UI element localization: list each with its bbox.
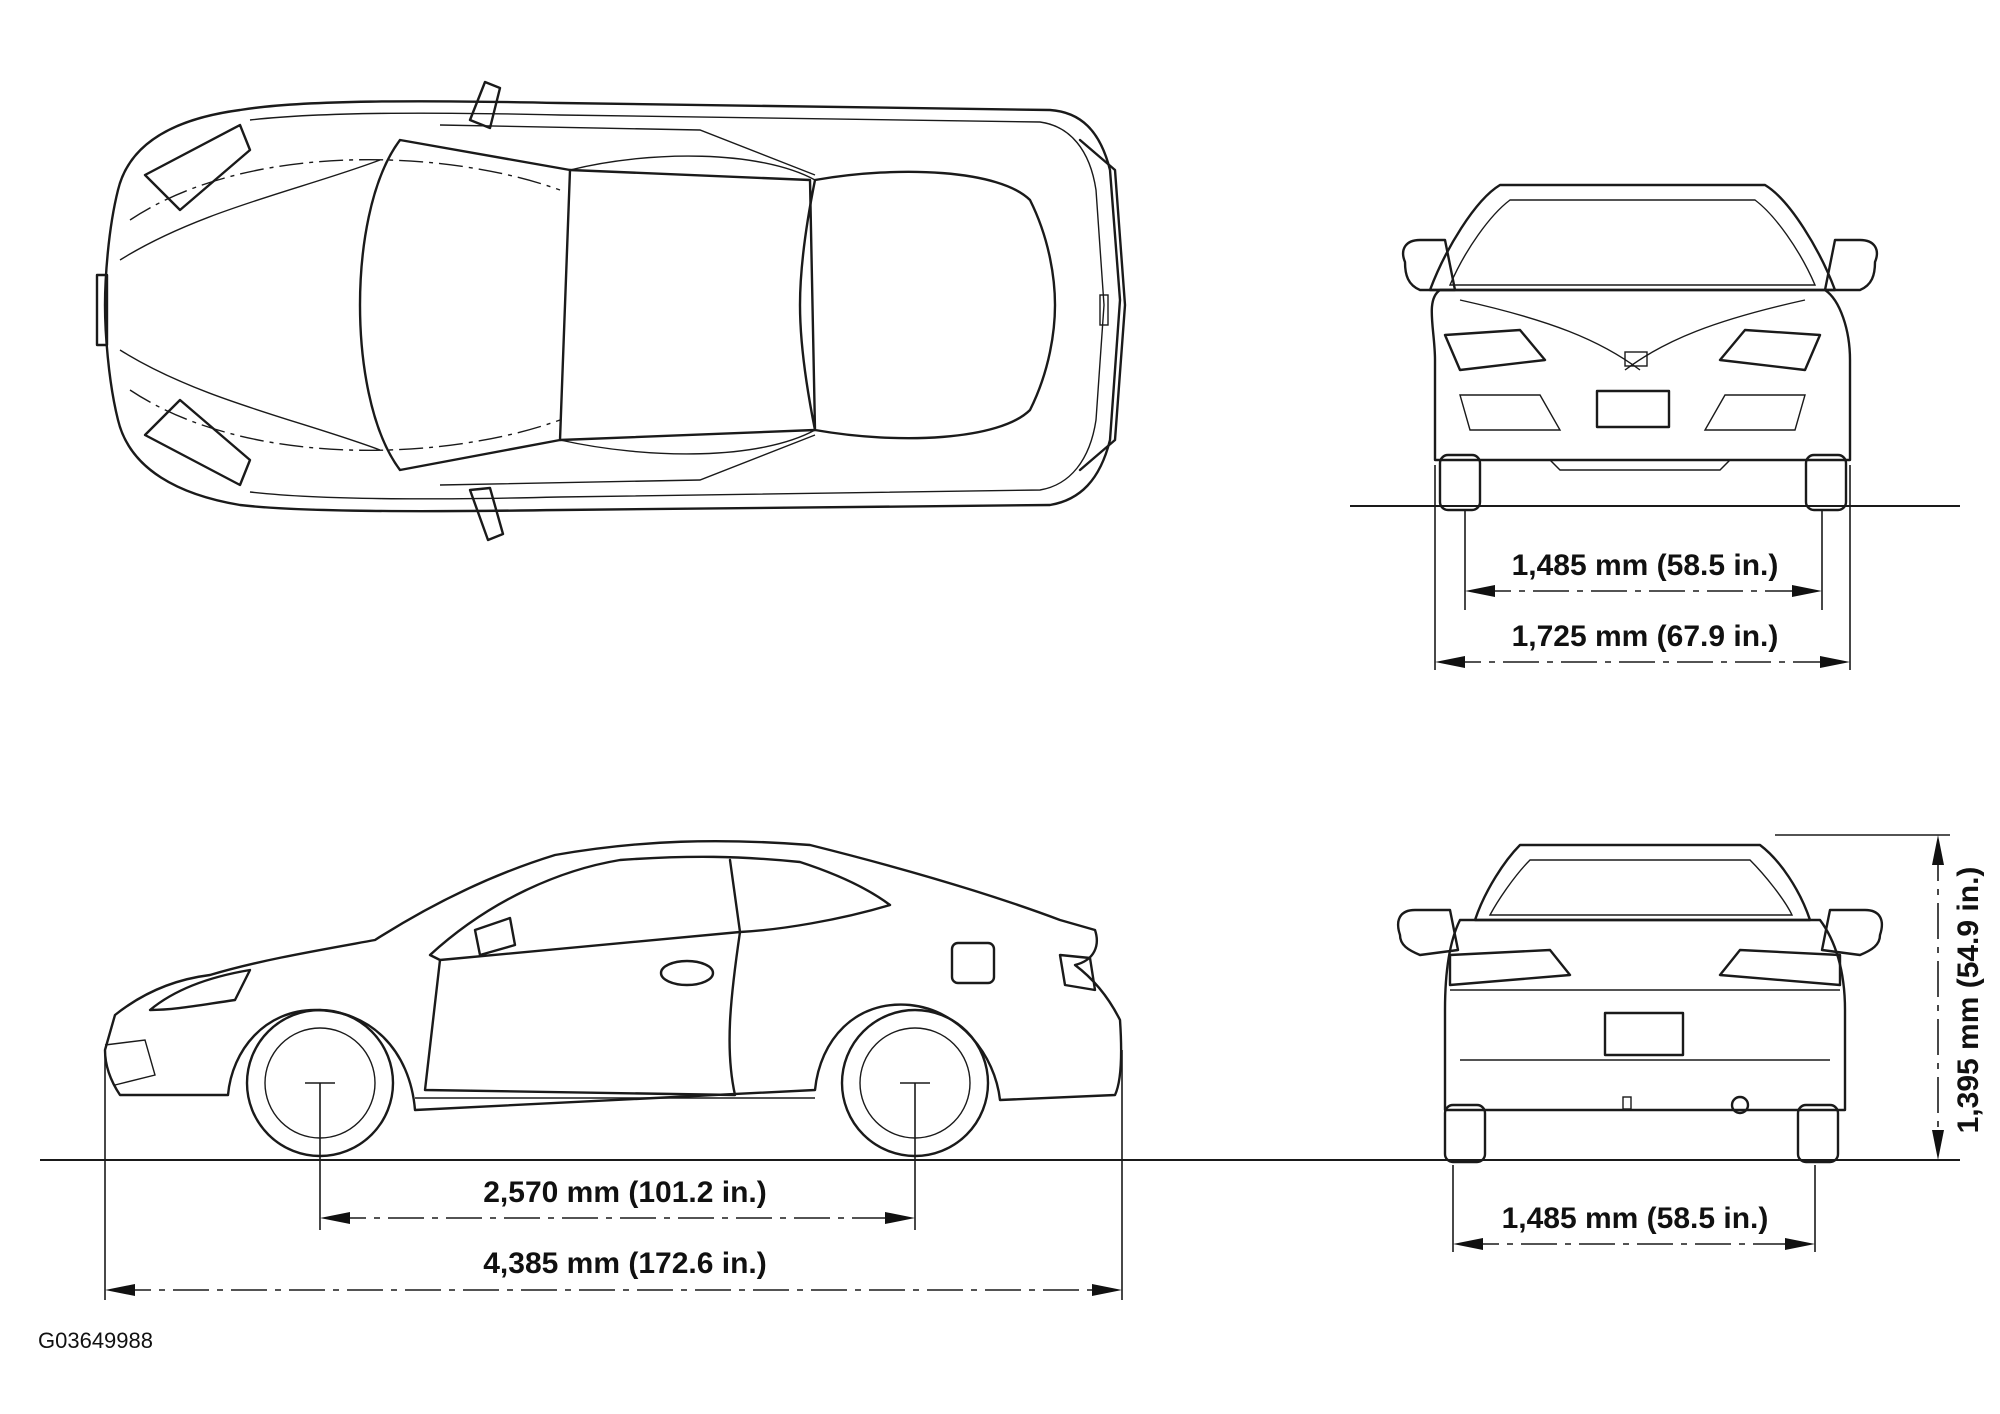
top-view-car (95, 80, 1127, 542)
rear-view-dimensions: 1,485 mm (58.5 in.) 1,395 mm (54.9 in.) (1452, 834, 1985, 1252)
side-view-dimensions: 2,570 mm (101.2 in.) 4,385 mm (172.6 in.… (104, 1050, 1123, 1300)
front-view-tire-right (1804, 453, 1848, 512)
overall-height-label: 1,395 mm (54.9 in.) (1952, 867, 1985, 1134)
side-view-car (40, 839, 1960, 1161)
rear-view-license-plate (1603, 1011, 1685, 1057)
overall-length-label: 4,385 mm (172.6 in.) (483, 1247, 766, 1280)
wheelbase-label: 2,570 mm (101.2 in.) (483, 1176, 766, 1209)
top-view-windshield (358, 138, 572, 472)
front-view-dimensions: 1,485 mm (58.5 in.) 1,725 mm (67.9 in.) (1434, 465, 1851, 670)
front-view-license-plate (1595, 389, 1671, 429)
rear-view-mirror-right (1820, 908, 1884, 957)
overall-width-label: 1,725 mm (67.9 in.) (1512, 620, 1779, 653)
top-view-mirror-left (468, 80, 502, 130)
top-view-roof (558, 168, 817, 442)
front-view-tire-left (1438, 453, 1482, 512)
top-view-mirror-right (468, 486, 505, 542)
front-view-mirror-left (1401, 238, 1457, 292)
rear-view-body (1443, 918, 1847, 1112)
front-view-car (1350, 183, 1960, 512)
figure-code: G03649988 (38, 1328, 153, 1353)
rear-track-label: 1,485 mm (58.5 in.) (1502, 1202, 1769, 1235)
rear-view-car (1396, 843, 1884, 1164)
front-view-mirror-right (1823, 238, 1879, 292)
front-view-body (1430, 288, 1852, 462)
rear-view-mirror-left (1396, 908, 1460, 957)
side-view-body (103, 839, 1123, 1112)
rear-view-tire-right (1796, 1103, 1840, 1164)
front-track-label: 1,485 mm (58.5 in.) (1512, 549, 1779, 582)
side-view-window (428, 855, 892, 962)
rear-view-tire-left (1443, 1103, 1487, 1164)
top-view-body-outline (103, 100, 1122, 513)
top-view-rear-glass (798, 170, 1057, 440)
